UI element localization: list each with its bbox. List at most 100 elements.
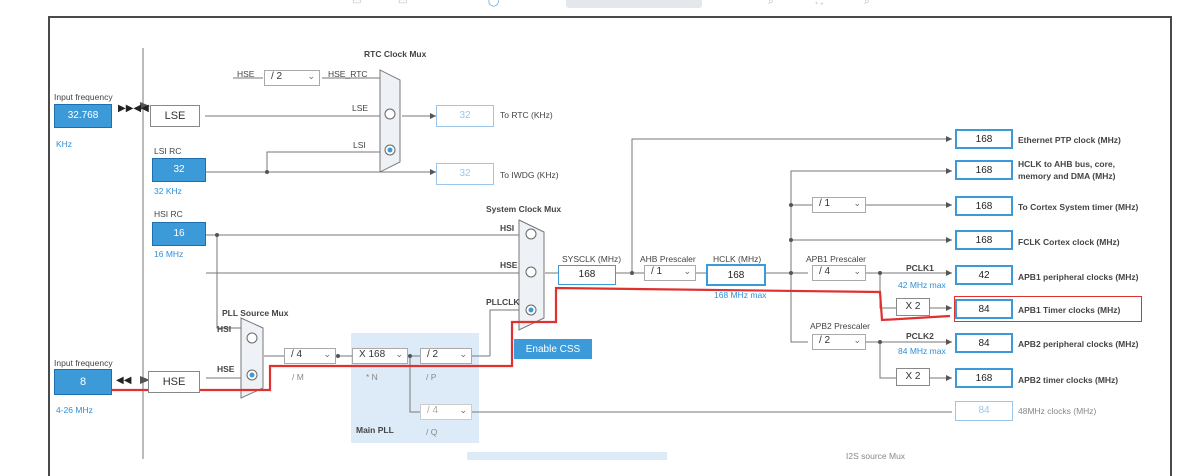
hse-arrows-icon: ◀◀: [116, 375, 132, 386]
sys-hsi-label: HSI: [500, 223, 515, 233]
resolve-clock-issues-button[interactable]: [566, 0, 702, 8]
output-apb2-timer-value[interactable]: 168: [955, 368, 1013, 388]
output-apb1-timer-value[interactable]: 84: [955, 299, 1013, 319]
rtc-hse-label: HSE: [237, 69, 255, 79]
lse-unit: KHz: [56, 139, 73, 149]
output-cortex-timer-label: To Cortex System timer (MHz): [1018, 202, 1139, 212]
ahb-prescaler-select[interactable]: / 1 ⌄: [644, 265, 696, 281]
toolbar-icon-1[interactable]: ▭: [352, 0, 362, 7]
sys-pllclk-label: PLLCLK: [486, 297, 520, 307]
toolbar-target-icon[interactable]: ◯: [488, 0, 500, 7]
output-ethernet-ptp-value[interactable]: 168: [955, 129, 1013, 149]
pll-m-select[interactable]: / 4 ⌄: [284, 348, 336, 364]
ahb-prescaler-value: / 1: [651, 266, 663, 277]
apb1-timer-highlight: [954, 296, 1142, 322]
apb2-prescaler-value: / 2: [819, 335, 831, 346]
hsi-freq: 16 MHz: [154, 249, 184, 259]
hclk-field[interactable]: 168: [706, 264, 766, 286]
sys-hse-label: HSE: [500, 260, 518, 270]
cortex-divider-select[interactable]: / 1 ⌄: [812, 197, 866, 213]
hclk-max: 168 MHz max: [714, 290, 767, 300]
iwdg-out-label: To IWDG (KHz): [500, 170, 559, 180]
apb2-prescaler-select[interactable]: / 2 ⌄: [812, 334, 866, 350]
lse-frequency-input[interactable]: 32.768: [54, 104, 112, 128]
chevron-down-icon: ⌄: [459, 349, 467, 359]
output-cortex-timer-value[interactable]: 168: [955, 196, 1013, 216]
hse-rtc-label: HSE_RTC: [328, 69, 368, 79]
pclk1-max: 42 MHz max: [898, 280, 946, 290]
hse-range: 4-26 MHz: [56, 405, 93, 415]
sysclk-label: SYSCLK (MHz): [562, 254, 622, 264]
lsi-title: LSI RC: [154, 146, 182, 156]
output-48mhz-value[interactable]: 84: [955, 401, 1013, 421]
pll-p-value: / 2: [427, 349, 439, 360]
output-fclk-label: FCLK Cortex clock (MHz): [1018, 237, 1120, 247]
pll-source-mux-title: PLL Source Mux: [222, 308, 289, 318]
iwdg-value-field[interactable]: 32: [436, 163, 494, 185]
rtc-value-field[interactable]: 32: [436, 105, 494, 127]
output-hclk-value[interactable]: 168: [955, 160, 1013, 180]
lse-arrows-icon: ▶▶◀◀: [118, 103, 149, 114]
rtc-out-label: To RTC (KHz): [500, 110, 553, 120]
enable-css-button[interactable]: Enable CSS: [514, 339, 592, 359]
output-apb1-peripheral-value[interactable]: 42: [955, 265, 1013, 285]
output-apb1-peripheral-label: APB1 peripheral clocks (MHz): [1018, 272, 1139, 282]
pll-q-select[interactable]: / 4 ⌄: [420, 404, 472, 420]
output-fclk-value[interactable]: 168: [955, 230, 1013, 250]
apb1-prescaler-select[interactable]: / 4 ⌄: [812, 265, 866, 281]
rtc-hse-divider-value: / 2: [271, 71, 283, 82]
rtc-lse-label: LSE: [352, 103, 369, 113]
pll-hse-label: HSE: [217, 364, 235, 374]
rtc-lsi-label: LSI: [353, 140, 366, 150]
apb1-prescaler-label: APB1 Prescaler: [806, 254, 866, 264]
pll-n-select[interactable]: X 168 ⌄: [352, 348, 408, 364]
hse-oscillator[interactable]: HSE: [148, 371, 200, 393]
zoom-out-icon[interactable]: ⌕: [864, 0, 870, 7]
toolbar-icon-2[interactable]: ▭: [398, 0, 408, 7]
hse-input-label: Input frequency: [54, 358, 113, 368]
hclk-label: HCLK (MHz): [713, 254, 762, 264]
apb1-timer-multiplier: X 2: [896, 298, 930, 316]
output-apb2-timer-label: APB2 timer clocks (MHz): [1018, 375, 1119, 385]
zoom-in-icon[interactable]: ⌕: [768, 0, 774, 7]
output-48mhz-label: 48MHz clocks (MHz): [1018, 406, 1097, 416]
pclk2-label: PCLK2: [906, 331, 934, 341]
sysclk-field[interactable]: 168: [558, 265, 616, 285]
pll-hsi-label: HSI: [217, 324, 232, 334]
output-apb1-timer-label: APB1 Timer clocks (MHz): [1018, 305, 1121, 315]
apb2-timer-multiplier: X 2: [896, 368, 930, 386]
output-ethernet-ptp-label: Ethernet PTP clock (MHz): [1018, 135, 1121, 145]
hse-frequency-input[interactable]: 8: [54, 369, 112, 395]
output-apb2-peripheral-label: APB2 peripheral clocks (MHz): [1018, 339, 1139, 349]
wires: [112, 48, 952, 459]
pll-q-label: / Q: [426, 427, 438, 437]
output-hclk-label: HCLK to AHB bus, core, memory and DMA (M…: [1018, 159, 1116, 181]
pll-m-value: / 4: [291, 349, 303, 360]
fit-icon[interactable]: ⛶: [816, 0, 823, 7]
pll-n-value: X 168: [359, 349, 386, 360]
system-clock-mux-title: System Clock Mux: [486, 204, 562, 214]
toolbar: ▭ ▭ ◯ ⌕ ⛶ ⌕: [0, 0, 1192, 12]
ahb-prescaler-label: AHB Prescaler: [640, 254, 696, 264]
output-apb2-peripheral-value[interactable]: 84: [955, 333, 1013, 353]
chevron-down-icon: ⌄: [307, 71, 315, 81]
chevron-down-icon: ⌄: [395, 349, 403, 359]
pll-q-value: / 4: [427, 405, 439, 416]
chevron-down-icon: ⌄: [853, 266, 861, 276]
lse-input-label: Input frequency: [54, 92, 113, 102]
apb1-prescaler-value: / 4: [819, 266, 831, 277]
pll-p-select[interactable]: / 2 ⌄: [420, 348, 472, 364]
cortex-divider-value: / 1: [819, 198, 831, 209]
main-pll-title: Main PLL: [356, 425, 394, 435]
lse-oscillator[interactable]: LSE: [150, 105, 200, 127]
pll-m-label: / M: [292, 372, 304, 382]
i2s-source-mux-label: I2S source Mux: [846, 451, 906, 461]
clock-diagram-canvas: [48, 16, 1172, 476]
pll-p-label: / P: [426, 372, 437, 382]
pclk1-label: PCLK1: [906, 263, 934, 273]
chevron-down-icon: ⌄: [853, 335, 861, 345]
rtc-hse-divider-select[interactable]: / 2 ⌄: [264, 70, 320, 86]
rtc-mux-title: RTC Clock Mux: [364, 49, 427, 59]
chevron-down-icon: ⌄: [323, 349, 331, 359]
lsi-value: 32: [152, 158, 206, 182]
